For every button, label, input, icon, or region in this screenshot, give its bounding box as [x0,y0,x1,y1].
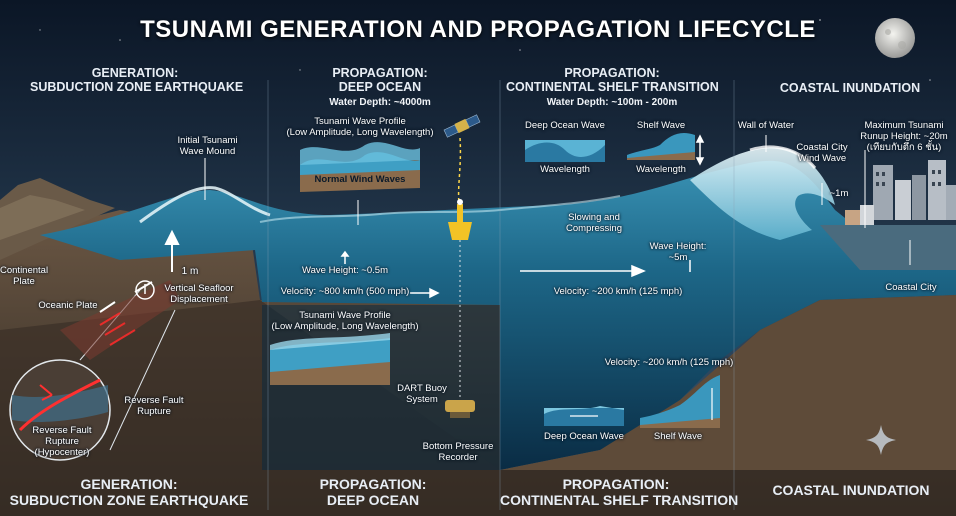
normal-wind-waves-label: Normal Wind Waves [314,174,406,185]
generation-header-line1: GENERATION: [91,66,179,80]
shelf-wave-height-line2: ~5m [668,251,688,263]
deep-ocean-wave-mini [525,140,605,162]
dart-buoy-icon [448,199,472,240]
sparkle-icon [866,425,896,455]
vertical-displacement-label: Vertical Seafloor Displacement [160,283,238,306]
profile-bottom-line2: (Low Amplitude, Long Wavelength) [271,320,419,332]
deep-ocean-header: PROPAGATION: DEEP OCEAN Water Depth: ~40… [300,66,460,108]
continental-plate-line2: Plate [13,275,35,287]
deep-ocean-footer-line1: PROPAGATION: [319,476,427,492]
slowing-line1: Slowing and [568,212,620,223]
wind-wave-height-label: ~1m [829,188,849,199]
wind-wave-line2: Wind Wave [797,152,847,164]
generation-header: GENERATION: SUBDUCTION ZONE EARTHQUAKE [30,66,244,95]
wavelength-label-1: Wavelength [540,164,590,175]
shelf-water-depth: Water Depth: ~100m - 200m [546,96,678,108]
shelf-wave-height-line1: Wave Height: [649,241,707,252]
coastal-city-icon [820,160,956,270]
pressure-recorder-icon [445,400,475,418]
shelf-wave-bottom-label: Shelf Wave [653,431,703,442]
shelf-deep-ocean-wave-label: Deep Ocean Wave [525,120,605,131]
tsunami-profile-bottom-label: Tsunami Wave Profile (Low Amplitude, Lon… [270,310,420,333]
deep-wave-height-label: Wave Height: ~0.5m [302,265,388,276]
reverse-fault-line1: Reverse Fault [124,395,184,406]
dart-buoy-label: DART Buoy System [392,383,452,406]
page-title: TSUNAMI GENERATION AND PROPAGATION LIFEC… [140,16,816,43]
shelf-header: PROPAGATION: CONTINENTAL SHELF TRANSITIO… [506,66,719,108]
slowing-label: Slowing and Compressing [558,212,630,235]
bottom-pressure-line2: Recorder [438,451,478,463]
shelf-velocity-upper-label: Velocity: ~200 km/h (125 mph) [553,286,683,297]
deep-ocean-water-depth: Water Depth: ~4000m [329,96,431,108]
oceanic-plate-label: Oceanic Plate [38,300,98,311]
deep-ocean-header-line2: DEEP OCEAN [338,80,422,95]
coastal-header: COASTAL INUNDATION [779,81,921,95]
max-runup-line3: (เทียบกับตึก 6 ชั้น) [866,141,942,153]
shelf-wave-label: Shelf Wave [636,120,686,131]
dart-buoy-line1: DART Buoy [397,383,447,394]
continental-plate-line1: Continental [0,265,49,276]
displacement-value-label: 1 m [181,266,199,277]
normal-wind-waves-box [300,142,420,192]
coastal-city-wind-wave-label: Coastal City Wind Wave [790,142,854,165]
dart-buoy-line2: System [406,393,438,405]
initial-mound-line2: Wave Mound [179,145,236,157]
shelf-footer: PROPAGATION: CONTINENTAL SHELF TRANSITIO… [500,476,739,509]
tsunami-profile-box [270,333,390,385]
hypocenter-label: Reverse Fault Rupture (Hypocenter) [22,425,102,459]
max-runup-line2: Runup Height: ~20m [860,130,948,142]
continental-plate-label: Continental Plate [0,265,49,288]
bottom-pressure-line1: Bottom Pressure [422,441,494,452]
hypocenter-line1: Reverse Fault [32,425,92,436]
shelf-wave-mini [627,133,695,160]
shelf-footer-line1: PROPAGATION: [562,476,670,492]
hypocenter-line2: Rupture [45,435,79,447]
tsunami-profile-top-label: Tsunami Wave Profile (Low Amplitude, Lon… [285,116,435,139]
shelf-header-line1: PROPAGATION: [564,66,660,80]
deep-ocean-footer: PROPAGATION: DEEP OCEAN [288,476,458,508]
wind-wave-line1: Coastal City [796,142,848,153]
generation-footer-line1: GENERATION: [80,476,178,492]
deep-velocity-label: Velocity: ~800 km/h (500 mph) [280,286,410,297]
deep-ocean-footer-line2: DEEP OCEAN [326,492,420,509]
wavelength-label-2: Wavelength [636,164,686,175]
generation-footer: GENERATION: SUBDUCTION ZONE EARTHQUAKE [0,476,258,508]
vertical-displacement-line1: Vertical Seafloor [164,283,234,294]
coastal-footer: COASTAL INUNDATION [772,482,930,498]
initial-mound-line1: Initial Tsunami [177,135,238,146]
profile-top-line1: Tsunami Wave Profile [314,116,406,127]
slowing-line2: Compressing [566,222,622,234]
generation-footer-line2: SUBDUCTION ZONE EARTHQUAKE [9,492,249,509]
max-runup-label: Maximum Tsunami Runup Height: ~20m (เทีย… [852,120,956,154]
fault-cross-section [9,280,180,461]
deep-ocean-header-line1: PROPAGATION: [332,66,428,80]
wall-of-water-label: Wall of Water [737,120,795,131]
profile-bottom-line1: Tsunami Wave Profile [299,310,391,321]
moon-icon [875,18,915,58]
max-runup-line1: Maximum Tsunami [864,120,944,131]
vertical-displacement-line2: Displacement [170,293,228,305]
shelf-deep-ocean-wave-bottom-label: Deep Ocean Wave [544,431,624,442]
deep-ocean-wave-mini-bottom [544,406,624,426]
shelf-wave-mini-bottom [640,375,720,428]
shelf-footer-line2: CONTINENTAL SHELF TRANSITION [500,492,739,509]
shelf-wave-height-label: Wave Height: ~5m [646,241,710,264]
hypocenter-line3: (Hypocenter) [34,446,90,458]
reverse-fault-line2: Rupture [137,405,171,417]
shelf-velocity-lower-label: Velocity: ~200 km/h (125 mph) [604,357,734,368]
shelf-header-line2: CONTINENTAL SHELF TRANSITION [506,80,719,95]
bottom-pressure-label: Bottom Pressure Recorder [418,441,498,464]
satellite-icon [443,114,481,138]
profile-top-line2: (Low Amplitude, Long Wavelength) [286,126,434,138]
reverse-fault-rupture-label: Reverse Fault Rupture [118,395,190,418]
coastal-city-label: Coastal City [885,282,937,293]
initial-mound-label: Initial Tsunami Wave Mound [160,135,255,158]
generation-header-line2: SUBDUCTION ZONE EARTHQUAKE [30,80,244,95]
